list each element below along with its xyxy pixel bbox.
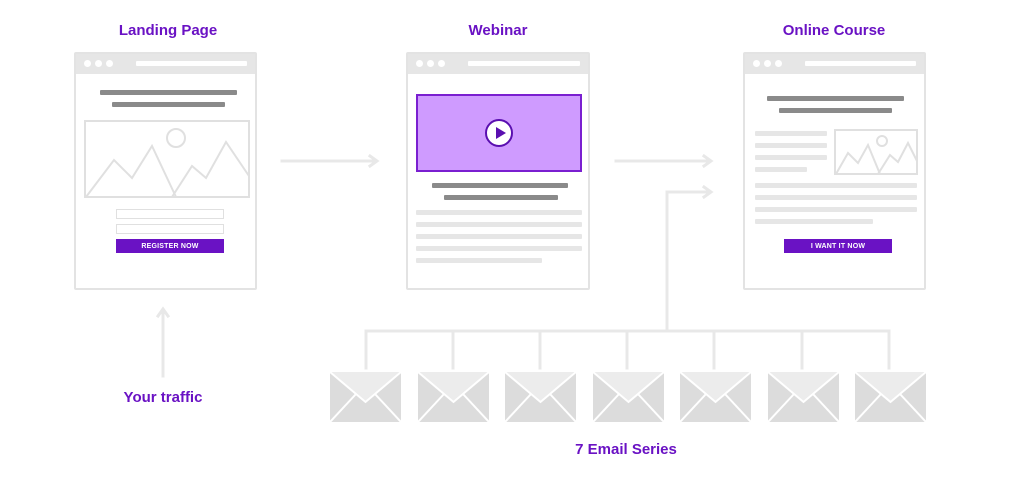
envelope-icon — [767, 371, 840, 427]
window-titlebar — [408, 54, 588, 74]
name-field[interactable] — [116, 209, 224, 219]
traffic-label: Your traffic — [123, 389, 203, 406]
envelope-icon — [504, 371, 577, 427]
image-placeholder-icon — [834, 129, 918, 175]
i-want-it-now-button[interactable]: I WANT IT NOW — [784, 239, 892, 253]
envelope-icon — [417, 371, 490, 427]
image-placeholder-icon — [84, 120, 250, 198]
headline-line — [112, 102, 225, 107]
envelope-icon — [679, 371, 752, 427]
email-series-label: 7 Email Series — [575, 441, 677, 458]
headline-line — [100, 90, 237, 95]
envelope-icon — [854, 371, 927, 427]
headline-line — [779, 108, 892, 113]
landing-page-window: REGISTER NOW — [74, 52, 257, 290]
email-field[interactable] — [116, 224, 224, 234]
video-player[interactable] — [416, 94, 582, 172]
webinar-window — [406, 52, 590, 290]
headline-line — [767, 96, 904, 101]
online-course-window: I WANT IT NOW — [743, 52, 926, 290]
online-course-label: Online Course — [782, 22, 886, 39]
register-now-button[interactable]: REGISTER NOW — [116, 239, 224, 253]
window-titlebar — [745, 54, 924, 74]
envelope-icon — [592, 371, 665, 427]
window-titlebar — [76, 54, 255, 74]
title-line — [432, 183, 568, 188]
webinar-label: Webinar — [468, 22, 528, 39]
title-line — [444, 195, 558, 200]
envelope-icon — [329, 371, 402, 427]
landing-page-label: Landing Page — [118, 22, 218, 39]
play-icon[interactable] — [485, 119, 513, 147]
